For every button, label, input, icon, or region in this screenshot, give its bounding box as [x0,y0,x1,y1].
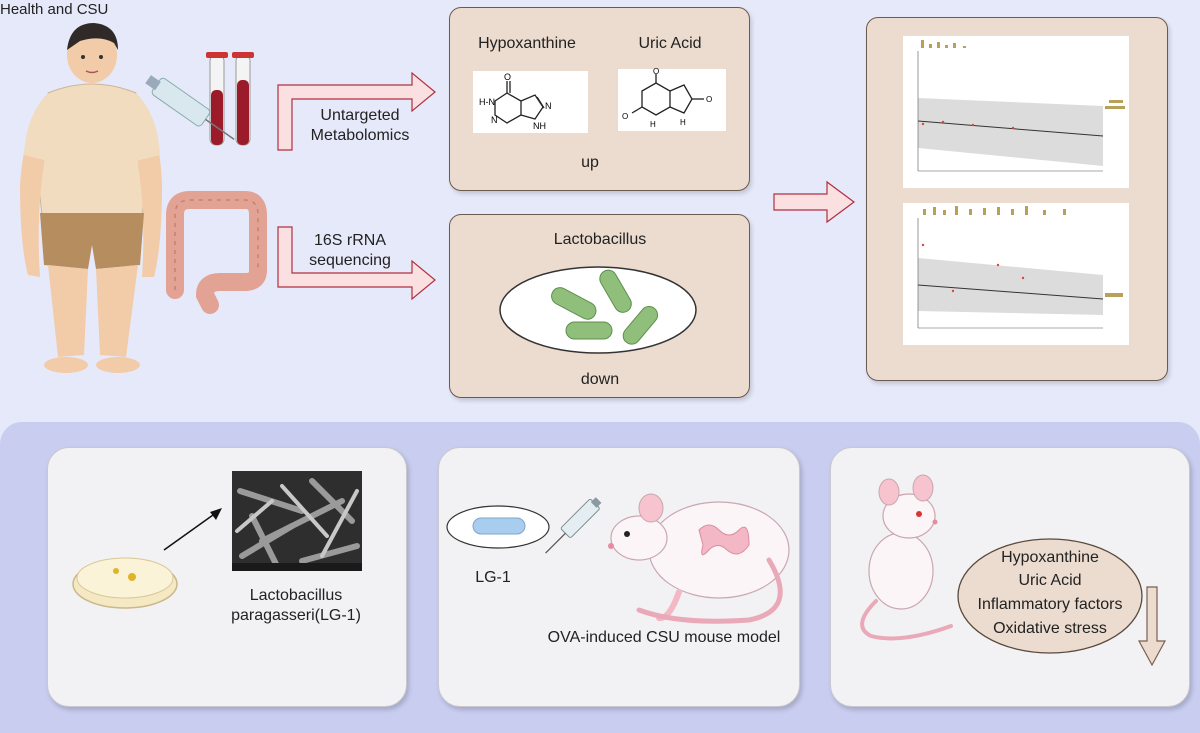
bacteria-illustration [499,266,697,354]
electron-micrograph [232,471,362,571]
blood-sample-illustration [145,52,254,146]
model-label: OVA-induced CSU mouse model [547,629,781,646]
lg1-pointer-arrow [163,508,222,551]
hypoxanthine-title: Hypoxanthine [478,35,576,52]
outcome-item-oxidative: Oxidative stress [993,620,1107,637]
outcome-item-uric-acid: Uric Acid [1018,572,1082,589]
up-label: up [581,154,599,171]
metabolomics-label: Untargeted Metabolomics [310,107,410,144]
svg-text:H: H [650,120,656,129]
svg-text:H: H [680,118,686,127]
correlation-plot-hypoxanthine [903,36,1129,188]
metabolomics-arrow [277,71,436,151]
outcome-panel: Hypoxanthine Uric Acid Inflammatory fact… [830,447,1190,707]
intestine-illustration [166,191,267,314]
lg1-label: LG-1 [475,569,511,586]
correlation-arrow [773,180,856,224]
svg-text:O: O [653,67,659,76]
sequencing-label: 16S rRNA sequencing [309,232,391,269]
correlation-plot-uric-acid [903,203,1129,345]
hypoxanthine-structure: O H-N N N NH [473,71,588,133]
petri-dish-illustration [72,557,178,609]
treated-mouse-illustration [860,474,953,641]
sequencing-arrow [277,226,436,301]
metabolite-box: Hypoxanthine Uric Acid O H-N N N NH O O … [449,7,750,191]
svg-text:N: N [491,115,498,125]
person-illustration [20,23,162,373]
correlation-box [866,17,1168,381]
svg-text:O: O [706,95,712,104]
strain-panel: Lactobacillus paragasseri(LG-1) [47,447,407,707]
title-label: Health and CSU [0,1,109,18]
svg-text:O: O [504,72,511,82]
svg-text:H-N: H-N [479,97,495,107]
svg-text:N: N [545,101,552,111]
outcome-item-inflammatory: Inflammatory factors [977,596,1123,613]
outcome-item-hypoxanthine: Hypoxanthine [1001,549,1099,566]
svg-text:O: O [622,112,628,121]
uric-acid-structure: O O O H H [618,67,726,131]
strain-label: Lactobacillus paragasseri(LG-1) [231,587,361,624]
lactobacillus-box: Lactobacillus down [449,214,750,398]
outcome-ellipse [957,538,1143,654]
model-panel: LG-1 OVA-induced CSU mouse model [438,447,800,707]
mouse-model-illustration [608,493,790,624]
injection-syringe-illustration [545,497,602,554]
svg-text:NH: NH [533,121,546,131]
lactobacillus-title: Lactobacillus [553,231,647,248]
lg1-capsule-illustration [446,505,550,549]
uric-acid-title: Uric Acid [638,35,702,52]
down-label: down [580,371,620,388]
decrease-arrow [1137,586,1167,667]
